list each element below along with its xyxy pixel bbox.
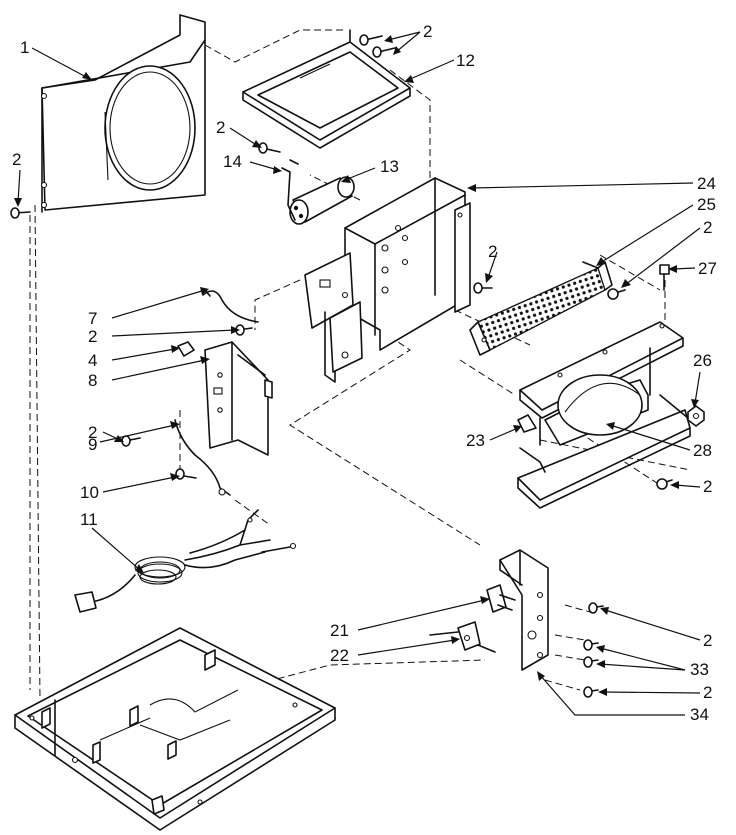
assembly-guide-lines [29,29,691,701]
callout-2-top: 2 [423,22,432,41]
part-24-control-bracket [344,177,471,351]
screw-8 [121,435,141,447]
callout-2-bracket8: 2 [88,423,97,442]
callout-14: 14 [223,152,242,171]
screw-25 [607,288,626,300]
callout-13: 13 [380,157,399,176]
screw-28 [656,478,673,490]
callout-2-tray: 2 [703,477,712,496]
screw-24 [473,282,493,294]
callout-2-wire: 2 [88,327,97,346]
leader-lines [14,31,701,716]
part-8-mounting-bracket [204,341,273,456]
callout-24: 24 [697,174,716,193]
callout-10: 10 [80,483,99,502]
screw-34c [583,656,599,668]
callout-9: 9 [88,435,97,454]
part-9-wire-harness [174,419,231,496]
part-27-screw [659,264,670,291]
callout-25: 25 [697,195,716,214]
callout-28: 28 [693,441,712,460]
callout-27: 27 [698,259,717,278]
screw-top-1 [359,34,383,46]
screw-top-2 [372,46,396,58]
screws-part-2 [10,34,673,698]
part-11-power-cord [74,509,297,613]
part-28-base-tray [517,394,691,509]
callout-21: 21 [330,621,349,640]
callout-11: 11 [80,510,98,529]
part-14-capacitor-strap [281,159,299,221]
part-24-front-plate [304,252,363,383]
part-13-capacitor [289,176,355,225]
callout-2-capacitor: 2 [216,118,225,137]
part-21-switch [486,584,516,613]
base-pan [14,627,336,831]
part-34-control-bracket [499,549,549,671]
part-7-wire [202,289,259,323]
part-12-top-tray [242,29,411,149]
part-25-mesh-guard [469,261,613,356]
callout-23: 23 [466,431,485,450]
screw-cap [258,142,281,154]
callout-34: 34 [690,705,709,724]
callout-26: 26 [693,351,712,370]
callout-1: 1 [20,38,29,57]
screw-34a [588,602,604,614]
callout-33: 33 [690,660,709,679]
part-26-nut [687,405,705,427]
callout-12: 12 [456,51,475,70]
callout-22: 22 [330,646,349,665]
callout-4: 4 [88,351,97,370]
callout-7: 7 [88,309,97,328]
part-22-thermostat [429,621,496,653]
callout-labels: 1 2 2 2 12 2 14 13 24 25 2 2 27 7 2 4 8 … [12,22,717,724]
part-10-screw [175,468,197,480]
callout-2-upper-right: 2 [703,631,712,650]
part-1-front-shroud [40,14,206,213]
callout-2-bracket: 2 [488,242,497,261]
screw-left [10,207,31,219]
callout-2-left: 2 [12,150,21,169]
screw-34d [583,686,599,698]
callout-2-guard: 2 [703,218,712,237]
screw-34b [583,639,599,651]
part-23-blower-housing [517,321,684,446]
callout-8: 8 [88,371,97,390]
callout-2-lower-right: 2 [703,683,712,702]
part-4-clip [177,341,195,357]
